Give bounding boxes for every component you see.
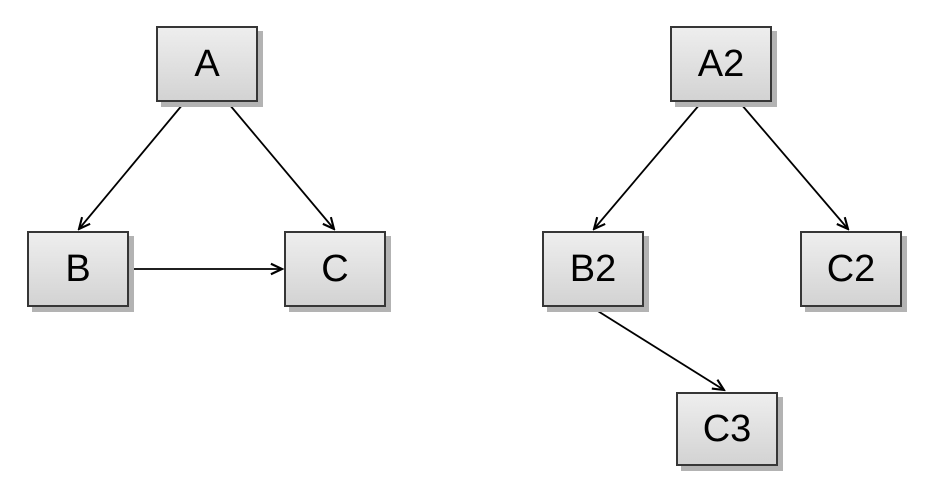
node-A[interactable]: A — [156, 26, 258, 102]
node-B[interactable]: B — [27, 231, 129, 307]
edges-group — [79, 103, 848, 390]
edge-A-C — [228, 103, 334, 229]
node-label: A — [194, 43, 220, 85]
node-label: B2 — [569, 248, 617, 290]
edge-A2-C2 — [740, 103, 848, 229]
node-label: A2 — [697, 43, 745, 85]
edge-A-B — [79, 103, 184, 229]
edge-A2-B2 — [594, 103, 701, 229]
node-C[interactable]: C — [284, 231, 386, 307]
node-label: B — [65, 248, 91, 290]
node-label: C2 — [826, 248, 876, 290]
node-C3[interactable]: C3 — [676, 392, 778, 466]
node-label: C — [321, 248, 349, 290]
node-C2[interactable]: C2 — [800, 231, 902, 307]
edge-B2-C3 — [592, 307, 724, 390]
node-A2[interactable]: A2 — [670, 26, 772, 102]
node-label: C3 — [702, 408, 752, 450]
node-B2[interactable]: B2 — [542, 231, 644, 307]
